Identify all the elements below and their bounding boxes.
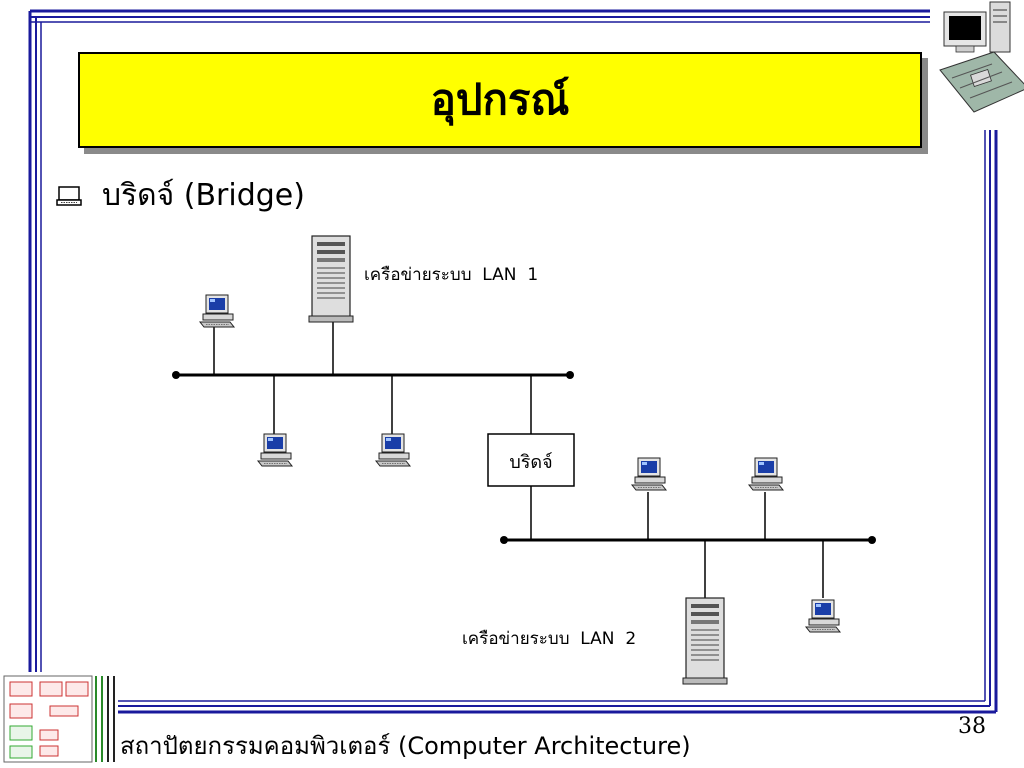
lan2-pc-icon-2	[748, 457, 784, 491]
lan1-end-left	[172, 371, 180, 379]
lan2-pc-icon-1	[631, 457, 667, 491]
laptop-bullet-icon	[56, 185, 82, 206]
architecture-thumbnail-icon	[3, 675, 115, 763]
title-box: อุปกรณ์	[78, 52, 922, 148]
bullet-text: บริดจ์ (Bridge)	[102, 178, 305, 213]
lan2-pc-icon-3	[805, 599, 841, 633]
bridge-label: บริดจ์	[509, 452, 552, 473]
lan2-end-left	[500, 536, 508, 544]
page-number: 38	[958, 714, 986, 739]
slide-title: อุปกรณ์	[430, 75, 570, 124]
footer-text: สถาปัตยกรรมคอมพิวเตอร์ (Computer Archite…	[120, 732, 691, 760]
lan1-server-icon	[308, 235, 354, 323]
lan1-pc-icon-1	[199, 294, 235, 328]
lan1-label: เครือข่ายระบบ LAN 1	[364, 265, 538, 285]
lan1-pc-icon-2	[257, 433, 293, 467]
bridge-box	[487, 433, 575, 487]
lan1-pc-icon-3	[375, 433, 411, 467]
lan2-server-icon	[682, 597, 728, 685]
lan2-end-right	[868, 536, 876, 544]
lan1-end-right	[566, 371, 574, 379]
lan2-label: เครือข่ายระบบ LAN 2	[462, 629, 636, 649]
computer-clipart-icon	[939, 1, 1024, 113]
bullet-item: บริดจ์ (Bridge)	[56, 172, 305, 219]
